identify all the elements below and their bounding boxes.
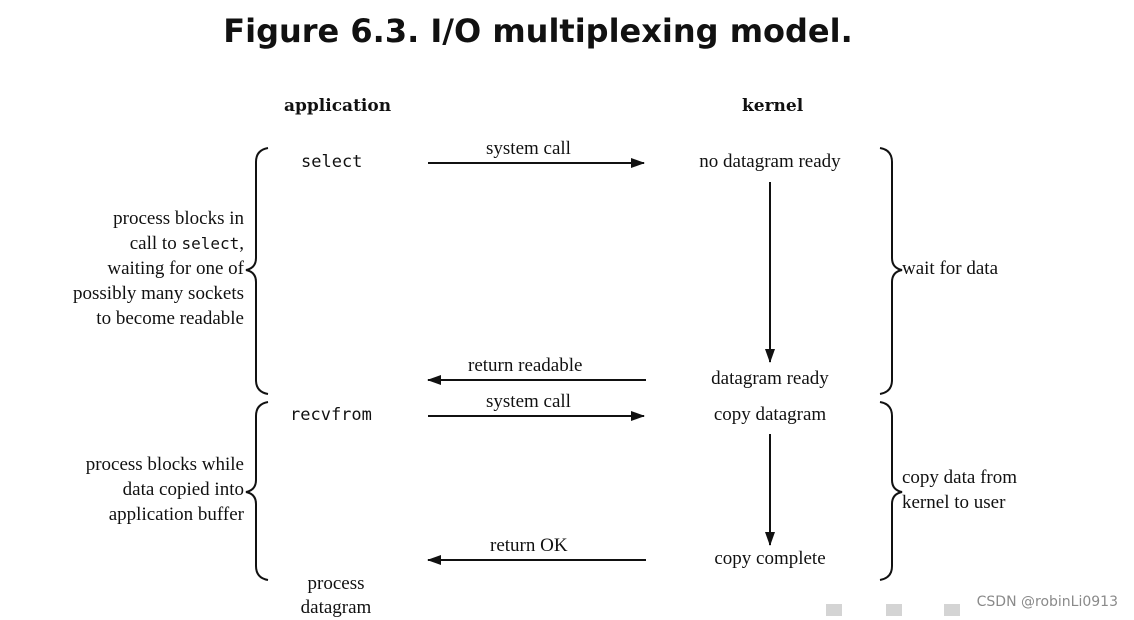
left-brace-wait: [245, 147, 269, 395]
application-column-header: application: [284, 96, 392, 116]
left-brace-copy: [245, 401, 269, 581]
watermark-blocks: [826, 604, 960, 616]
return-readable-label: return readable: [468, 355, 583, 376]
figure-title: Figure 6.3. I/O multiplexing model.: [223, 12, 853, 50]
wait-for-data-note: wait for data: [902, 258, 999, 279]
right-brace-wait: [879, 147, 903, 395]
system-call-label-2: system call: [486, 391, 571, 412]
copy-complete-state: copy complete: [714, 548, 826, 569]
recvfrom-call: recvfrom: [290, 405, 372, 425]
select-call: select: [301, 152, 363, 172]
right-brace-copy: [879, 401, 903, 581]
return-ok-label: return OK: [490, 535, 568, 556]
csdn-watermark: CSDN @robinLi0913: [976, 594, 1118, 610]
system-call-label-1: system call: [486, 138, 571, 159]
blocks-while-copy-note: process blocks while data copied into ap…: [85, 454, 244, 525]
copy-data-note: copy data from kernel to user: [902, 467, 1018, 513]
copy-datagram-state: copy datagram: [713, 404, 827, 425]
blocks-in-select-note: process blocks in call to select, waitin…: [73, 208, 244, 329]
no-datagram-ready-state: no datagram ready: [699, 151, 841, 172]
process-datagram-label: process datagram: [300, 573, 372, 618]
kernel-column-header: kernel: [742, 96, 804, 116]
datagram-ready-state: datagram ready: [711, 368, 829, 389]
